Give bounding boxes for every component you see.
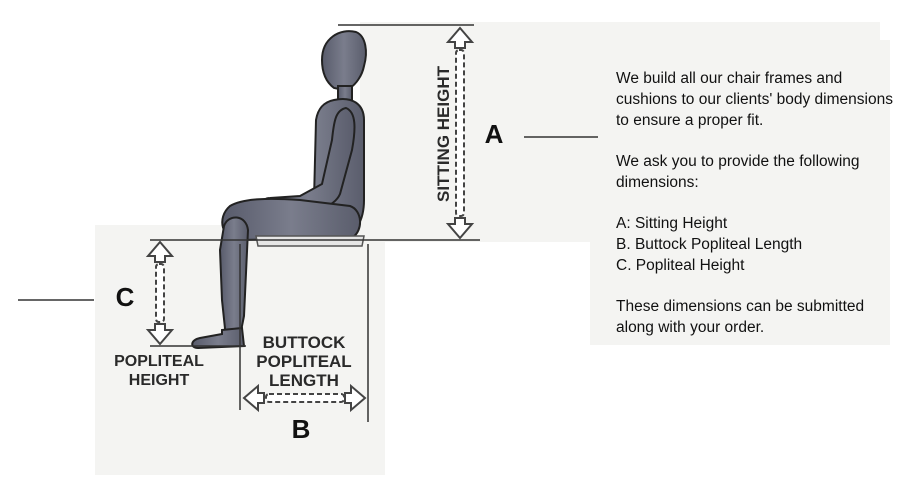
note-text: These dimensions can be submitted along … bbox=[616, 298, 865, 336]
info-panel: We build all our chair frames and cushio… bbox=[616, 68, 906, 358]
list-item: B. Buttock Popliteal Length bbox=[616, 236, 803, 253]
request-text: We ask you to provide the following dime… bbox=[616, 153, 860, 191]
intro-text: We build all our chair frames and cushio… bbox=[616, 70, 893, 129]
arrow-c-top-head bbox=[145, 240, 175, 263]
list-item: A: Sitting Height bbox=[616, 215, 728, 232]
background-patch-right bbox=[590, 40, 890, 345]
arrow-b-right-head bbox=[344, 383, 367, 413]
double-arrow-icon bbox=[445, 26, 475, 240]
person-head bbox=[320, 30, 367, 92]
list-item: C. Popliteal Height bbox=[616, 257, 745, 274]
double-arrow-icon bbox=[242, 383, 367, 413]
person-lower-leg bbox=[218, 216, 250, 340]
arrow-a-shaft bbox=[455, 49, 465, 217]
dimension-list: A: Sitting Height B. Buttock Popliteal L… bbox=[616, 213, 906, 276]
arrow-a-bottom-head bbox=[445, 217, 475, 240]
seated-person-icon bbox=[191, 30, 367, 350]
person-foot bbox=[191, 326, 246, 350]
sitting-height-label: SITTING HEIGHT bbox=[434, 65, 453, 202]
popliteal-label-line1: POPLITEAL bbox=[114, 353, 204, 370]
buttock-label-line3: LENGTH bbox=[269, 371, 339, 390]
arrow-c-bottom-head bbox=[145, 323, 175, 346]
buttock-label-line1: BUTTOCK bbox=[263, 333, 347, 352]
letter-a: A bbox=[485, 119, 504, 149]
arrow-b-left-head bbox=[242, 383, 265, 413]
arrow-c-shaft bbox=[155, 263, 165, 323]
letter-c: C bbox=[116, 282, 135, 312]
arrow-a-top-head bbox=[445, 26, 475, 49]
reference-lines bbox=[18, 24, 598, 422]
arrow-b-shaft bbox=[265, 393, 345, 403]
letter-b: B bbox=[292, 414, 311, 444]
popliteal-label-line2: HEIGHT bbox=[129, 372, 190, 389]
seat-cushion bbox=[255, 235, 365, 247]
buttock-label-line2: POPLITEAL bbox=[256, 352, 351, 371]
double-arrow-icon bbox=[145, 240, 175, 346]
